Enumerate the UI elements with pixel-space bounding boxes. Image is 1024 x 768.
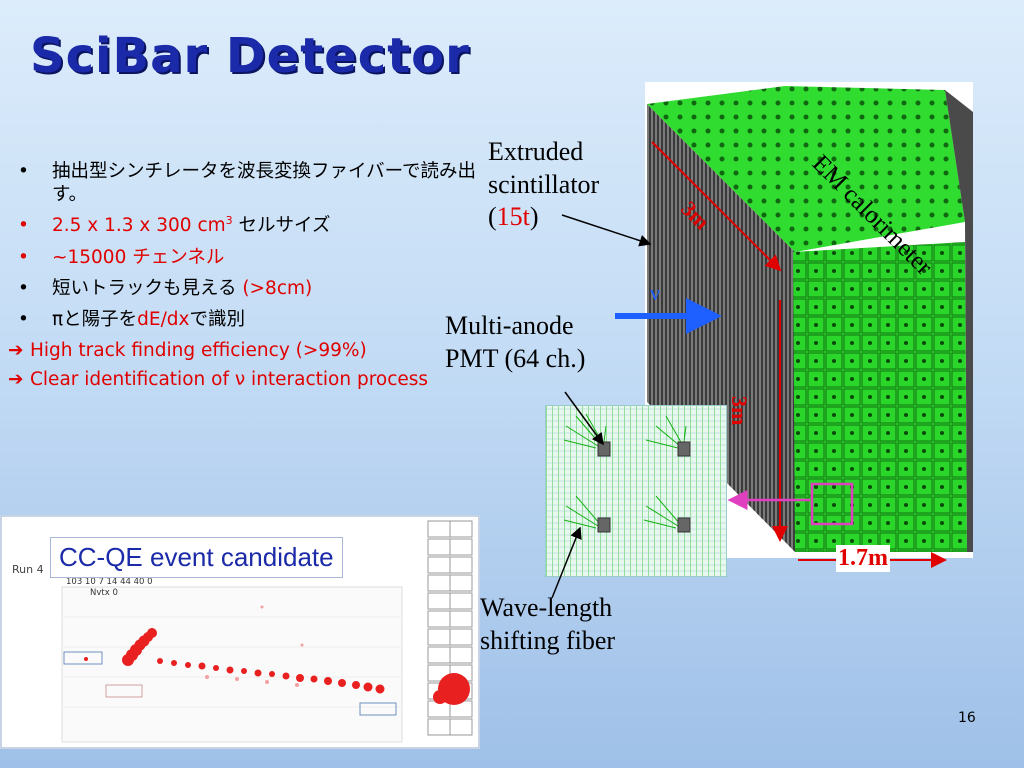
dim-1-7m-label: 1.7m bbox=[836, 545, 890, 572]
extruded-pointer bbox=[561, 214, 652, 247]
paren-close: ) bbox=[529, 202, 539, 231]
label-line: Extruded bbox=[488, 137, 584, 166]
multi-anode-label: Multi-anode PMT (64 ch.) bbox=[445, 310, 585, 375]
right-arrow-icon: ➔ bbox=[8, 368, 24, 390]
event-display: Run 4 103 10 7 14 44 40 0 Nvtx 0 CC-QE e… bbox=[0, 515, 480, 749]
bullet-text-after: で識別 bbox=[189, 308, 246, 330]
bullet-item: • ~15000 チェンネル bbox=[16, 246, 486, 269]
event-display-graphic bbox=[61, 520, 473, 743]
fiber-pointer bbox=[551, 526, 582, 599]
bullet-dot-icon: • bbox=[18, 246, 29, 268]
page-number: 16 bbox=[958, 710, 976, 726]
bullet-text: 2.5 x 1.3 x 300 cm bbox=[52, 215, 226, 237]
label-line: Multi-anode bbox=[445, 311, 574, 340]
label-line: (15t) bbox=[488, 201, 599, 234]
paren-open: ( bbox=[488, 202, 497, 231]
arrow-point: ➔ Clear identification of ν interaction … bbox=[8, 368, 478, 393]
bullet-text: 短いトラックも見える bbox=[52, 277, 243, 299]
bullet-highlight: (>8cm) bbox=[242, 277, 313, 299]
label-line: scintillator bbox=[488, 169, 600, 199]
right-arrow-icon: ➔ bbox=[8, 339, 24, 361]
bullet-sup: 3 bbox=[225, 214, 233, 228]
arrow-point-text: High track finding efficiency (>99%) bbox=[30, 339, 367, 361]
run-label: Run 4 bbox=[12, 563, 44, 576]
slide-title: SciBar Detector bbox=[30, 28, 470, 84]
event-title: CC-QE event candidate bbox=[50, 537, 343, 578]
wavelength-fiber-label: Wave-length shifting fiber bbox=[480, 592, 615, 657]
bullet-item: • 2.5 x 1.3 x 300 cm3 セルサイズ bbox=[16, 214, 486, 237]
bullet-item: • 抽出型シンチレータを波長変換ファイバーで読み出す。 bbox=[16, 160, 486, 206]
neutrino-symbol: ν bbox=[650, 280, 660, 305]
vertex-count: Nvtx 0 bbox=[90, 588, 118, 598]
fiber-graphic bbox=[546, 406, 726, 576]
label-line: Wave-length bbox=[480, 593, 613, 622]
arrow-point-text: Clear identification of ν interaction pr… bbox=[30, 368, 429, 390]
bullet-text: πと陽子を bbox=[52, 308, 138, 330]
pmt-pointer bbox=[564, 391, 604, 446]
bullet-dot-icon: • bbox=[18, 277, 29, 299]
label-line: shifting fiber bbox=[480, 625, 616, 655]
bullet-dot-icon: • bbox=[18, 215, 29, 237]
dim-3m-side-label: 3m bbox=[727, 396, 752, 426]
extruded-scintillator-label: Extruded scintillator (15t) bbox=[488, 136, 599, 234]
arrow-point: ➔ High track finding efficiency (>99%) bbox=[8, 339, 478, 364]
bullet-list: • 抽出型シンチレータを波長変換ファイバーで読み出す。 • 2.5 x 1.3 … bbox=[8, 160, 486, 397]
bullet-text: 抽出型シンチレータを波長変換ファイバーで読み出す。 bbox=[52, 161, 477, 206]
mass-value: 15t bbox=[496, 202, 530, 231]
fiber-inset-illustration bbox=[545, 405, 727, 577]
bullet-suffix: セルサイズ bbox=[232, 215, 331, 237]
bullet-dot-icon: • bbox=[18, 308, 29, 330]
bullet-text: ~15000 チェンネル bbox=[52, 246, 225, 268]
bullet-dot-icon: • bbox=[18, 161, 29, 182]
event-numbers: 103 10 7 14 44 40 0 bbox=[66, 577, 153, 587]
dim-3m-diagonal bbox=[651, 141, 782, 272]
bullet-item: • 短いトラックも見える (>8cm) bbox=[16, 277, 486, 300]
bullet-item: • πと陽子をdE/dxで識別 bbox=[16, 308, 486, 331]
label-line: PMT (64 ch.) bbox=[445, 343, 586, 373]
bullet-highlight: dE/dx bbox=[137, 308, 190, 330]
